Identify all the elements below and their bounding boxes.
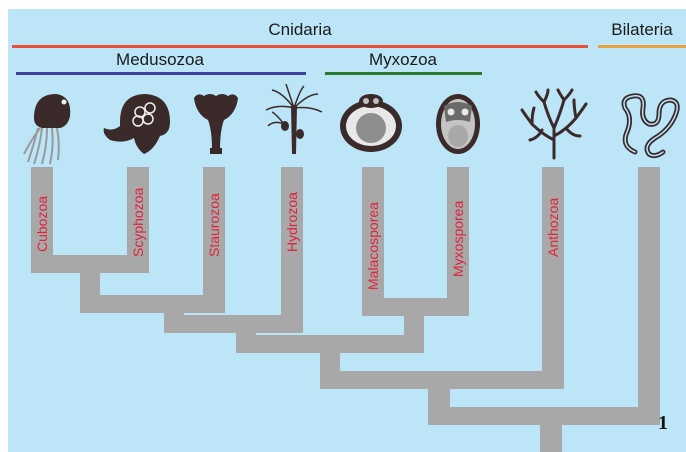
- bilateria-label: Bilateria: [600, 20, 684, 40]
- taxon-label-anthozoa: Anthozoa: [545, 172, 561, 257]
- myxozoa-line: [325, 72, 482, 75]
- branch-node-medusozoa: [164, 315, 303, 333]
- cnidaria-line: [12, 45, 588, 48]
- malacosporean-spore-icon: [338, 92, 404, 154]
- bilateria-line: [598, 45, 686, 48]
- taxon-label-hydrozoa: Hydrozoa: [284, 172, 300, 252]
- medusozoa-line: [16, 72, 306, 75]
- branch-root: [540, 407, 562, 452]
- stalked-jellyfish-icon: [190, 90, 242, 158]
- taxon-label-cubozoa: Cubozoa: [34, 172, 50, 252]
- cnidaria-label: Cnidaria: [250, 20, 350, 40]
- myxozoa-label: Myxozoa: [353, 50, 453, 70]
- myxosporean-spore-icon: [434, 92, 482, 156]
- branch-node-stauro: [80, 295, 225, 313]
- taxon-label-myxosporea: Myxosporea: [450, 172, 466, 277]
- worm-icon: [615, 88, 683, 160]
- branch-stem-cubo-scypho: [80, 255, 100, 295]
- medusozoa-label: Medusozoa: [100, 50, 220, 70]
- branch-bilateria: [638, 167, 660, 425]
- taxon-label-malacosporea: Malacosporea: [365, 172, 381, 290]
- taxon-label-scyphozoa: Scyphozoa: [130, 172, 146, 257]
- taxon-label-staurozoa: Staurozoa: [206, 172, 222, 257]
- box-jellyfish-icon: [20, 88, 74, 166]
- figure-number: 1: [658, 412, 668, 435]
- hydroid-icon: [262, 84, 326, 156]
- coral-icon: [518, 88, 590, 160]
- jellyfish-icon: [100, 88, 174, 158]
